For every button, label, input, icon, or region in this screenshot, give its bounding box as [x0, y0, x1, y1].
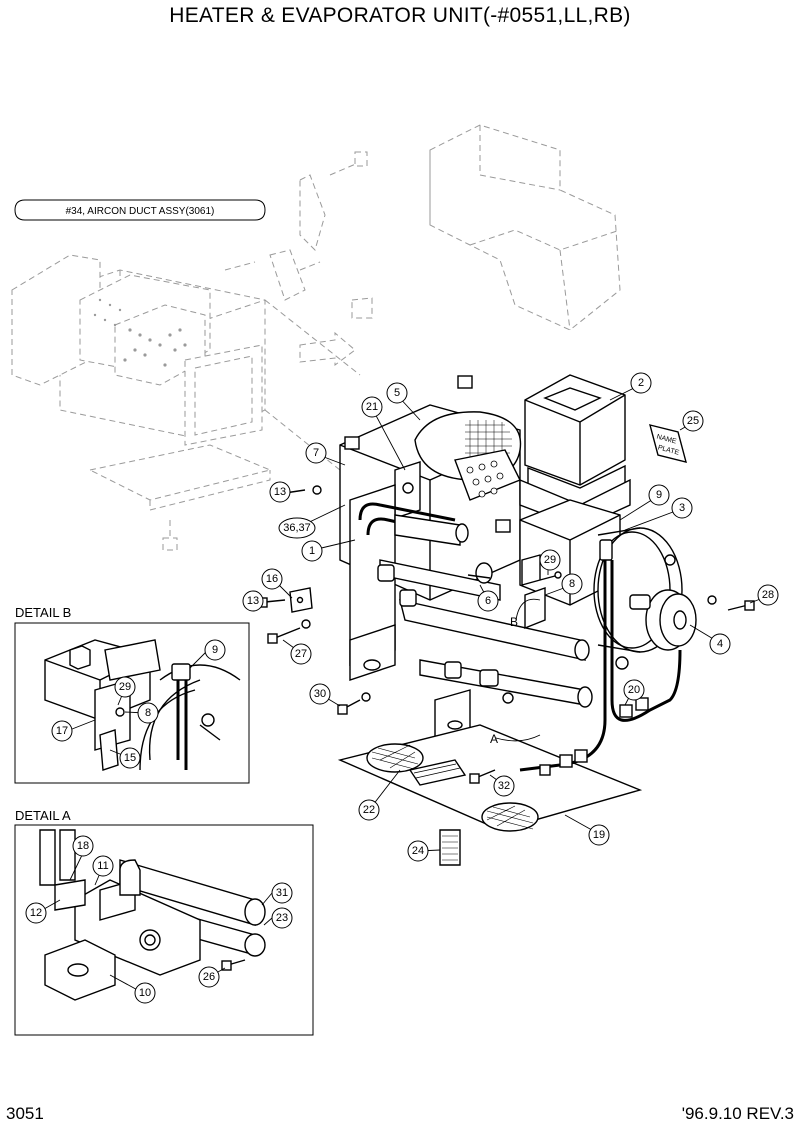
callout-8: 8 [561, 573, 583, 595]
detail-a-callout-10: 10 [134, 982, 156, 1004]
svg-text:29: 29 [119, 681, 131, 693]
callout-29: 29 [539, 549, 561, 571]
svg-text:11: 11 [97, 860, 108, 872]
svg-text:31: 31 [276, 887, 288, 899]
detail-a-callout-26: 26 [198, 966, 220, 988]
svg-text:28: 28 [762, 589, 774, 601]
page-number: 3051 [6, 1104, 44, 1123]
detail-a-callout-11: 11 [92, 855, 114, 877]
svg-text:32: 32 [498, 780, 510, 792]
svg-text:18: 18 [77, 840, 89, 852]
callout-27: 27 [290, 643, 312, 665]
revision-date: '96.9.10 REV.3 [681, 1104, 794, 1123]
svg-text:23: 23 [276, 912, 288, 924]
callout-19: 19 [588, 824, 610, 846]
detail-a-callout-12: 12 [25, 902, 47, 924]
detail-b-callout-8: 8 [137, 702, 159, 724]
callout-9: 9 [648, 484, 670, 506]
svg-text:13: 13 [247, 595, 259, 607]
callout-32: 32 [493, 775, 515, 797]
detail-b-callout-9: 9 [204, 639, 226, 661]
svg-text:36,37: 36,37 [283, 522, 311, 534]
page-title: HEATER & EVAPORATOR UNIT(-#0551,LL,RB) [169, 4, 631, 27]
detail-b-callout-29: 29 [114, 676, 136, 698]
svg-text:30: 30 [314, 688, 326, 700]
svg-text:1: 1 [309, 545, 315, 557]
callout-2: 2 [630, 372, 652, 394]
detail-b-callout-15: 15 [119, 747, 141, 769]
view-marker-a: A [490, 732, 498, 746]
svg-text:9: 9 [212, 644, 218, 656]
view-marker-b: B [510, 615, 518, 629]
main-callouts: 2 5 21 25 7 13 36,37 1 9 3 29 8 6 16 13 … [242, 372, 779, 862]
callout-5: 5 [386, 382, 408, 404]
svg-text:5: 5 [394, 387, 400, 399]
svg-text:17: 17 [56, 725, 68, 737]
callout-22: 22 [358, 799, 380, 821]
callout-20: 20 [623, 679, 645, 701]
callout-36-37: 36,37 [278, 517, 316, 539]
svg-text:2: 2 [638, 377, 644, 389]
callout-21: 21 [361, 396, 383, 418]
detail-a-label: DETAIL A [15, 808, 71, 823]
callout-24: 24 [407, 840, 429, 862]
callout-4: 4 [709, 633, 731, 655]
svg-text:#34, AIRCON DUCT ASSY(3061): #34, AIRCON DUCT ASSY(3061) [66, 206, 215, 217]
svg-text:6: 6 [485, 595, 491, 607]
svg-text:26: 26 [203, 971, 215, 983]
svg-text:13: 13 [274, 486, 286, 498]
callout-13b: 13 [242, 590, 264, 612]
detail-b-panel: 9 29 8 17 15 [14, 622, 250, 784]
callout-25: 25 [682, 410, 704, 432]
callout-28: 28 [757, 584, 779, 606]
callout-13a: 13 [269, 481, 291, 503]
svg-text:9: 9 [656, 489, 662, 501]
svg-text:10: 10 [139, 987, 151, 999]
svg-text:15: 15 [124, 752, 136, 764]
detail-b-callout-17: 17 [51, 720, 73, 742]
detail-a-panel: 18 11 12 31 23 26 10 [14, 824, 314, 1036]
svg-text:21: 21 [366, 401, 378, 413]
callout-1: 1 [301, 540, 323, 562]
svg-text:12: 12 [30, 907, 42, 919]
svg-text:16: 16 [266, 573, 278, 585]
callout-6: 6 [477, 590, 499, 612]
svg-text:19: 19 [593, 829, 605, 841]
callout-30: 30 [309, 683, 331, 705]
svg-text:3: 3 [679, 502, 685, 514]
svg-text:8: 8 [145, 707, 151, 719]
detail-a-callout-18: 18 [72, 835, 94, 857]
detail-a-callout-31: 31 [271, 882, 293, 904]
duct-reference-label: #34, AIRCON DUCT ASSY(3061) [14, 199, 266, 221]
detail-a-callout-23: 23 [271, 907, 293, 929]
callout-7: 7 [305, 442, 327, 464]
svg-text:29: 29 [544, 554, 556, 566]
svg-text:24: 24 [412, 845, 424, 857]
ghost-duct-assembly [11, 124, 621, 551]
svg-text:20: 20 [628, 684, 640, 696]
svg-text:27: 27 [295, 648, 307, 660]
svg-text:22: 22 [363, 804, 375, 816]
callout-3: 3 [671, 497, 693, 519]
detail-b-label: DETAIL B [15, 605, 72, 620]
callout-16: 16 [261, 568, 283, 590]
svg-text:25: 25 [687, 415, 699, 427]
main-unit-assembly: NAME PLATE [257, 374, 755, 866]
svg-text:4: 4 [717, 638, 723, 650]
svg-text:8: 8 [569, 578, 575, 590]
svg-text:7: 7 [313, 447, 319, 459]
